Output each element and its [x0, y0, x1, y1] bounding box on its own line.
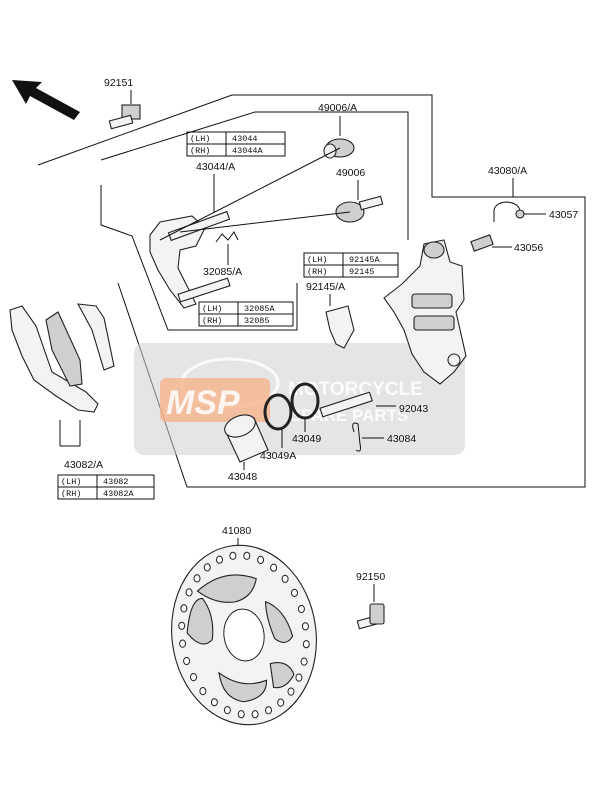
label-43049A: 43049A	[260, 450, 296, 462]
disc-vent-hole	[237, 710, 245, 719]
table-92145-lh-side: (LH)	[307, 255, 327, 265]
label-43084: 43084	[387, 433, 416, 445]
bleeder-valve-43056	[470, 234, 494, 252]
table-92145: (LH) 92145A (RH) 92145	[303, 252, 399, 278]
disc-vent-hole	[270, 563, 278, 572]
disc-vent-hole	[223, 706, 231, 715]
table-43082-lh-side: (LH)	[61, 477, 81, 487]
pin-92043	[319, 391, 373, 418]
disc-vent-hole	[179, 639, 187, 648]
caliper-assembly-frame	[37, 94, 586, 488]
table-43082: (LH) 43082 (RH) 43082A	[57, 474, 155, 500]
table-43044-rh-side: (RH)	[190, 146, 210, 156]
label-43056: 43056	[514, 242, 543, 254]
disc-vent-hole	[281, 574, 289, 584]
label-43048: 43048	[228, 471, 257, 483]
disc-vent-hole	[297, 604, 305, 614]
table-43082-rh-side: (RH)	[61, 489, 81, 499]
caliper-bracket-43044	[149, 210, 231, 309]
table-43044: (LH) 43044 (RH) 43044A	[186, 131, 286, 157]
disc-vent-hole	[190, 673, 197, 682]
label-92145A: 92145/A	[306, 281, 345, 293]
bracket-frame-top	[100, 111, 409, 240]
disc-vent-hole	[185, 588, 193, 597]
table-32085-rh-side: (RH)	[202, 316, 222, 326]
label-41080: 41080	[222, 525, 251, 537]
label-92150: 92150	[356, 571, 385, 583]
disc-vent-hole	[300, 657, 308, 666]
bracket-subframe	[100, 185, 298, 331]
brake-disc-holes	[178, 551, 310, 719]
front-direction-arrow-icon	[12, 80, 80, 120]
label-43080A: 43080/A	[488, 165, 527, 177]
label-49006: 49006	[336, 167, 365, 179]
bolt-92151	[108, 104, 141, 130]
watermark-line2: SPARE PARTS	[290, 406, 408, 425]
disc-vent-hole	[301, 622, 309, 631]
disc-vent-hole	[302, 640, 310, 649]
label-43082A: 43082/A	[64, 459, 103, 471]
table-92145-rh-side: (RH)	[307, 267, 327, 277]
label-43057: 43057	[549, 209, 578, 221]
table-32085-lh-side: (LH)	[202, 304, 222, 314]
disc-vent-hole	[178, 621, 186, 630]
disc-vent-hole	[216, 555, 223, 564]
disc-vent-hole	[251, 710, 259, 719]
disc-vent-hole	[277, 698, 285, 707]
table-43082-lh-part: 43082	[103, 477, 129, 487]
brake-pads-43082	[9, 303, 115, 413]
watermark-logo: MSP	[166, 384, 240, 422]
bleeder-cap-43057	[493, 201, 525, 222]
brake-disc-41080	[171, 544, 317, 726]
caliper-body	[383, 239, 467, 385]
clip-43084	[352, 422, 361, 452]
disc-vent-hole	[199, 687, 207, 696]
piston-43048	[224, 414, 269, 463]
label-49006A: 49006/A	[318, 102, 357, 114]
table-32085: (LH) 32085A (RH) 32085	[198, 301, 294, 327]
table-43044-lh-side: (LH)	[190, 134, 210, 144]
disc-vent-hole	[287, 687, 295, 696]
table-32085-lh-part: 32085A	[244, 304, 276, 314]
boot-49006	[335, 195, 384, 223]
label-32085A: 32085/A	[203, 266, 242, 278]
disc-vent-hole	[210, 698, 218, 707]
spring-32085A	[215, 231, 239, 243]
table-32085-rh-part: 32085	[244, 316, 270, 326]
disc-vent-hole	[295, 673, 303, 682]
disc-vent-hole	[183, 656, 191, 666]
disc-bolt-92150	[356, 603, 385, 630]
label-92043: 92043	[399, 403, 428, 415]
disc-vent-hole	[257, 555, 265, 565]
table-92145-lh-part: 92145A	[349, 255, 381, 265]
table-43044-lh-part: 43044	[232, 134, 258, 144]
disc-vent-hole	[243, 551, 251, 560]
dust-seal-43049A	[263, 393, 293, 431]
label-92151: 92151	[104, 77, 133, 89]
disc-vent-hole	[180, 604, 188, 613]
watermark-line1: MOTORCYCLE	[288, 379, 423, 400]
table-92145-rh-part: 92145	[349, 267, 375, 277]
disc-vent-hole	[203, 563, 211, 572]
label-43044A: 43044/A	[196, 161, 235, 173]
label-43049: 43049	[292, 433, 321, 445]
disc-vent-hole	[291, 588, 298, 598]
table-43082-rh-part: 43082A	[103, 489, 135, 499]
disc-vent-hole	[193, 574, 201, 583]
watermark: MSP MOTORCYCLE SPARE PARTS	[134, 343, 465, 455]
disc-vent-hole	[265, 706, 272, 715]
disc-vent-hole	[229, 551, 237, 560]
table-43044-rh-part: 43044A	[232, 146, 264, 156]
pad-spring-92145	[325, 305, 355, 349]
